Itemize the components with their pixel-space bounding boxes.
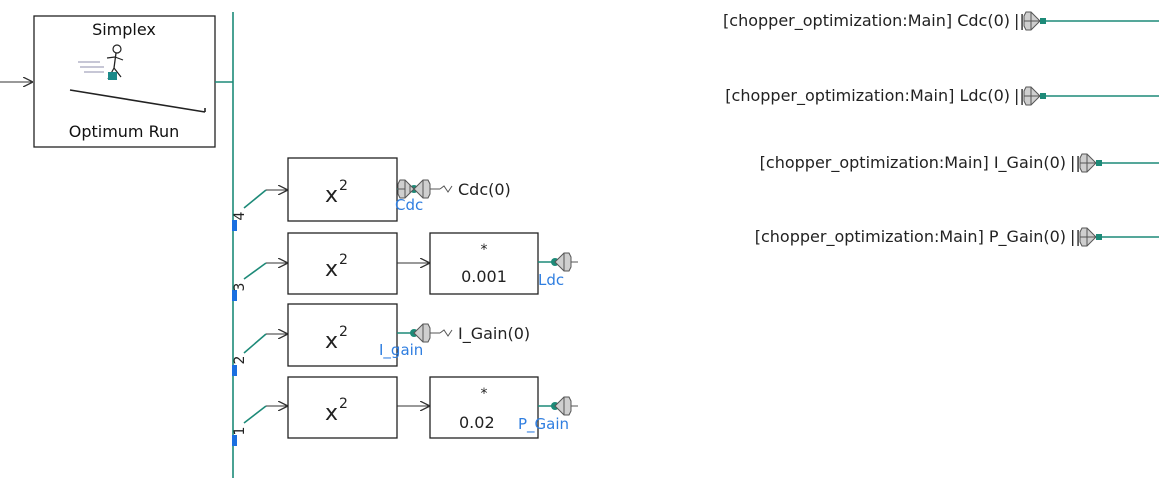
import-antenna-icon [1023,86,1041,106]
gain-value: 0.001 [461,267,507,286]
import-separator-icon: || [1014,11,1025,30]
bus-output-number: 1 [232,427,248,436]
bus-output-3[interactable]: 3 [232,283,248,301]
square-block-label: x [325,257,338,282]
import-antenna-icon [1079,227,1097,247]
import-label: [chopper_optimization:Main] P_Gain(0) [755,227,1066,247]
gain-operator: * [481,242,488,258]
square-block-exponent: 2 [339,396,348,412]
import-separator-icon: || [1070,227,1081,246]
running-man-icon [78,44,124,80]
bus-output-number: 2 [232,356,248,365]
simplex-optimum-run-block[interactable]: Simplex Optimum Run [33,15,216,148]
square-block-exponent: 2 [339,324,348,340]
import-label: [chopper_optimization:Main] Cdc(0) [723,11,1010,31]
import-component-i-gain[interactable]: [chopper_optimization:Main] I_Gain(0) || [760,153,1159,173]
square-block-exponent: 2 [339,252,348,268]
datalink-label-cdc: Cdc(0) [458,180,511,199]
datalink-antenna-icon [554,252,578,272]
gain-value: 0.02 [459,413,495,432]
square-block-2[interactable]: x 2 [287,232,398,295]
square-block-1[interactable]: x 2 [287,157,398,222]
square-block-3[interactable]: x 2 [287,303,398,367]
square-block-label: x [325,401,338,426]
import-separator-icon: || [1014,86,1025,105]
datalink-antenna-icon [413,179,453,199]
import-antenna-icon [1023,11,1041,31]
signal-name-cdc: Cdc [395,196,423,214]
signal-name-ldc: Ldc [538,271,564,289]
square-block-label: x [325,329,338,354]
bus-output-number: 3 [232,283,248,292]
import-component-ldc[interactable]: [chopper_optimization:Main] Ldc(0) || [725,86,1159,106]
import-separator-icon: || [1070,153,1081,172]
square-block-exponent: 2 [339,178,348,194]
datalink-antenna-icon [413,323,453,343]
simplex-slope-line [69,89,206,113]
square-block-4[interactable]: x 2 [287,376,398,439]
import-label: [chopper_optimization:Main] Ldc(0) [725,86,1010,106]
import-antenna-icon [1079,153,1097,173]
signal-name-p-gain: P_Gain [518,415,569,434]
import-component-p-gain[interactable]: [chopper_optimization:Main] P_Gain(0) || [755,227,1159,247]
gain-operator: * [481,386,488,402]
gain-block-1[interactable]: * 0.001 [429,232,539,295]
import-label: [chopper_optimization:Main] I_Gain(0) [760,153,1066,173]
signal-name-i-gain: I_gain [379,341,423,360]
simplex-title: Simplex [92,20,156,39]
simplex-subtitle: Optimum Run [69,122,180,141]
bus-output-4[interactable]: 4 [232,211,248,231]
datalink-antenna-icon [554,396,578,416]
gain-block-2[interactable]: * 0.02 [429,376,539,439]
import-component-cdc[interactable]: [chopper_optimization:Main] Cdc(0) || [723,11,1159,31]
bus-output-number: 4 [232,211,248,220]
square-block-label: x [325,183,338,208]
bus-output-2[interactable]: 2 [232,356,248,376]
datalink-label-i-gain: I_Gain(0) [458,324,530,344]
bus-output-1[interactable]: 1 [232,427,248,446]
